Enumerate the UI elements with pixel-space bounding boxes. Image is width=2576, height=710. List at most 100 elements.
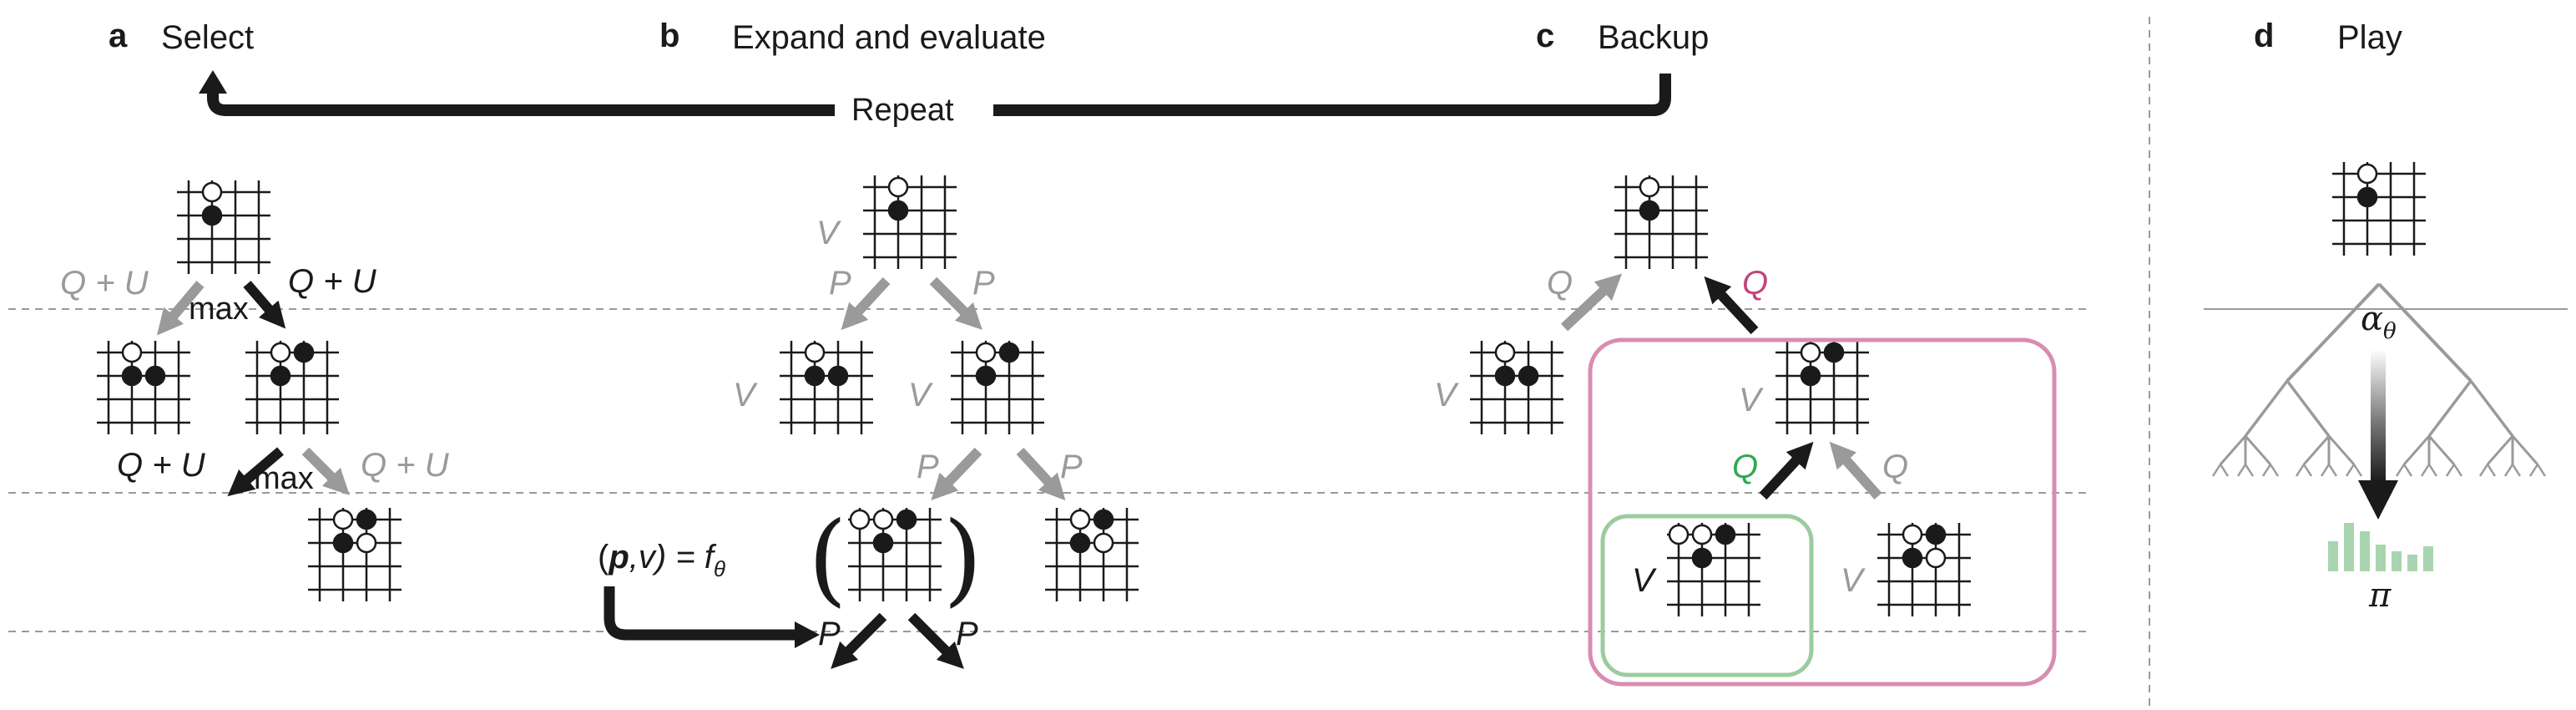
panel-title: Play <box>2337 19 2402 56</box>
p-label: P <box>818 616 841 652</box>
q-label: Q <box>1882 449 1908 485</box>
white-stone <box>1925 547 1947 569</box>
go-board-icon <box>177 180 270 274</box>
go-board-icon <box>2332 162 2426 256</box>
play-gradient-arrowhead <box>2358 480 2398 520</box>
arrow-icon <box>156 281 205 336</box>
go-board-icon <box>863 175 957 269</box>
go-board-icon <box>780 341 873 434</box>
white-stone <box>201 181 223 203</box>
tree-edge <box>2211 464 2222 477</box>
white-stone <box>1800 342 1821 363</box>
tree-edge <box>2452 464 2463 477</box>
tree-edge <box>2244 379 2289 438</box>
go-board-icon <box>308 508 402 601</box>
go-board-icon <box>1614 175 1708 269</box>
black-stone <box>270 365 291 387</box>
tree-edge <box>2302 435 2331 465</box>
black-stone <box>1902 547 1923 569</box>
black-stone <box>332 532 354 554</box>
play-tree-icon <box>2211 282 2547 477</box>
v-label: V <box>1632 562 1657 599</box>
tree-edge <box>2402 464 2413 477</box>
tree-edge <box>2503 464 2514 477</box>
panel-letter: b <box>659 18 679 54</box>
alpha-theta-label: αθ <box>2361 300 2397 344</box>
repeat-label: Repeat <box>851 93 954 128</box>
tree-edge <box>2395 464 2406 477</box>
max-label: max <box>254 461 314 496</box>
network-formula: (p,v) = fθ <box>598 539 725 581</box>
tree-edge <box>2302 464 2313 477</box>
backup-subtree-pink-box <box>1588 337 2057 687</box>
backup-labels: Q Q V V Q Q V V <box>1434 265 1908 599</box>
black-stone <box>1925 524 1947 545</box>
black-stone <box>887 200 909 221</box>
dashed-separators <box>8 17 2568 706</box>
arrow-icon <box>907 612 964 669</box>
repeat-arrow-icon: Repeat <box>199 70 1671 128</box>
white-stone <box>121 342 143 363</box>
arrows-layer <box>156 273 1882 669</box>
tree-edge <box>2420 464 2431 477</box>
panel-letter: c <box>1536 18 1554 54</box>
go-board-icon <box>1667 523 1760 616</box>
paren-open: ( <box>808 501 847 617</box>
q-label: Q <box>1742 265 1768 302</box>
black-stone <box>1518 365 1539 387</box>
q-plus-u-label: Q + U <box>361 447 450 484</box>
panel-header-a: a Select <box>109 18 254 56</box>
v-label: V <box>1434 377 1459 413</box>
go-board-icon <box>1470 341 1563 434</box>
v-label: V <box>1739 382 1764 418</box>
black-stone <box>827 365 849 387</box>
panel-title: Select <box>161 19 254 56</box>
black-stone <box>1800 365 1821 387</box>
network-arrow-icon <box>604 586 800 641</box>
v-label: V <box>908 377 933 413</box>
black-stone <box>1823 342 1845 363</box>
white-stone <box>1902 524 1923 545</box>
black-stone <box>293 342 315 363</box>
q-label: Q <box>1732 449 1758 485</box>
go-board-icon <box>1775 341 1869 434</box>
white-stone <box>332 509 354 530</box>
black-stone <box>1093 509 1114 530</box>
tree-edge <box>2327 464 2338 477</box>
go-boards-layer <box>97 162 2426 616</box>
tree-edge <box>2427 464 2438 477</box>
tree-edge <box>2402 435 2431 465</box>
max-label: max <box>189 292 249 327</box>
tree-edge <box>2486 435 2514 465</box>
tree-edge <box>2269 464 2280 477</box>
panel-title: Backup <box>1598 19 1709 56</box>
panel-letter: d <box>2254 18 2274 54</box>
q-label: Q <box>1547 265 1573 302</box>
black-stone <box>121 365 143 387</box>
tree-edge <box>2478 464 2489 477</box>
black-stone <box>998 342 1020 363</box>
select-labels: Q + U Q + U max Q + U max Q + U <box>60 263 450 496</box>
white-stone <box>1093 532 1114 554</box>
black-stone <box>1715 524 1736 545</box>
arrow-icon <box>1759 441 1814 500</box>
white-stone <box>849 509 871 530</box>
arrow-icon <box>831 612 887 669</box>
panel-header-b: b Expand and evaluate <box>659 18 1046 56</box>
arrow-icon <box>931 447 982 501</box>
play-gradient-arrow-shaft <box>2371 349 2386 483</box>
arrow-icon <box>301 447 350 495</box>
go-board-icon <box>245 341 339 434</box>
white-stone <box>975 342 997 363</box>
tree-edge <box>2295 464 2306 477</box>
tree-edge <box>2511 435 2539 465</box>
panel-letter: a <box>109 18 128 54</box>
go-board-icon <box>97 341 190 434</box>
play-labels: αθ π <box>2328 300 2433 615</box>
expand-labels: V P P V V P P ( ) P P (p,v) = fθ <box>598 215 1083 652</box>
tree-edge <box>2469 379 2514 438</box>
p-label: P <box>1060 449 1083 485</box>
p-label: P <box>972 265 995 302</box>
white-stone <box>1639 176 1660 198</box>
